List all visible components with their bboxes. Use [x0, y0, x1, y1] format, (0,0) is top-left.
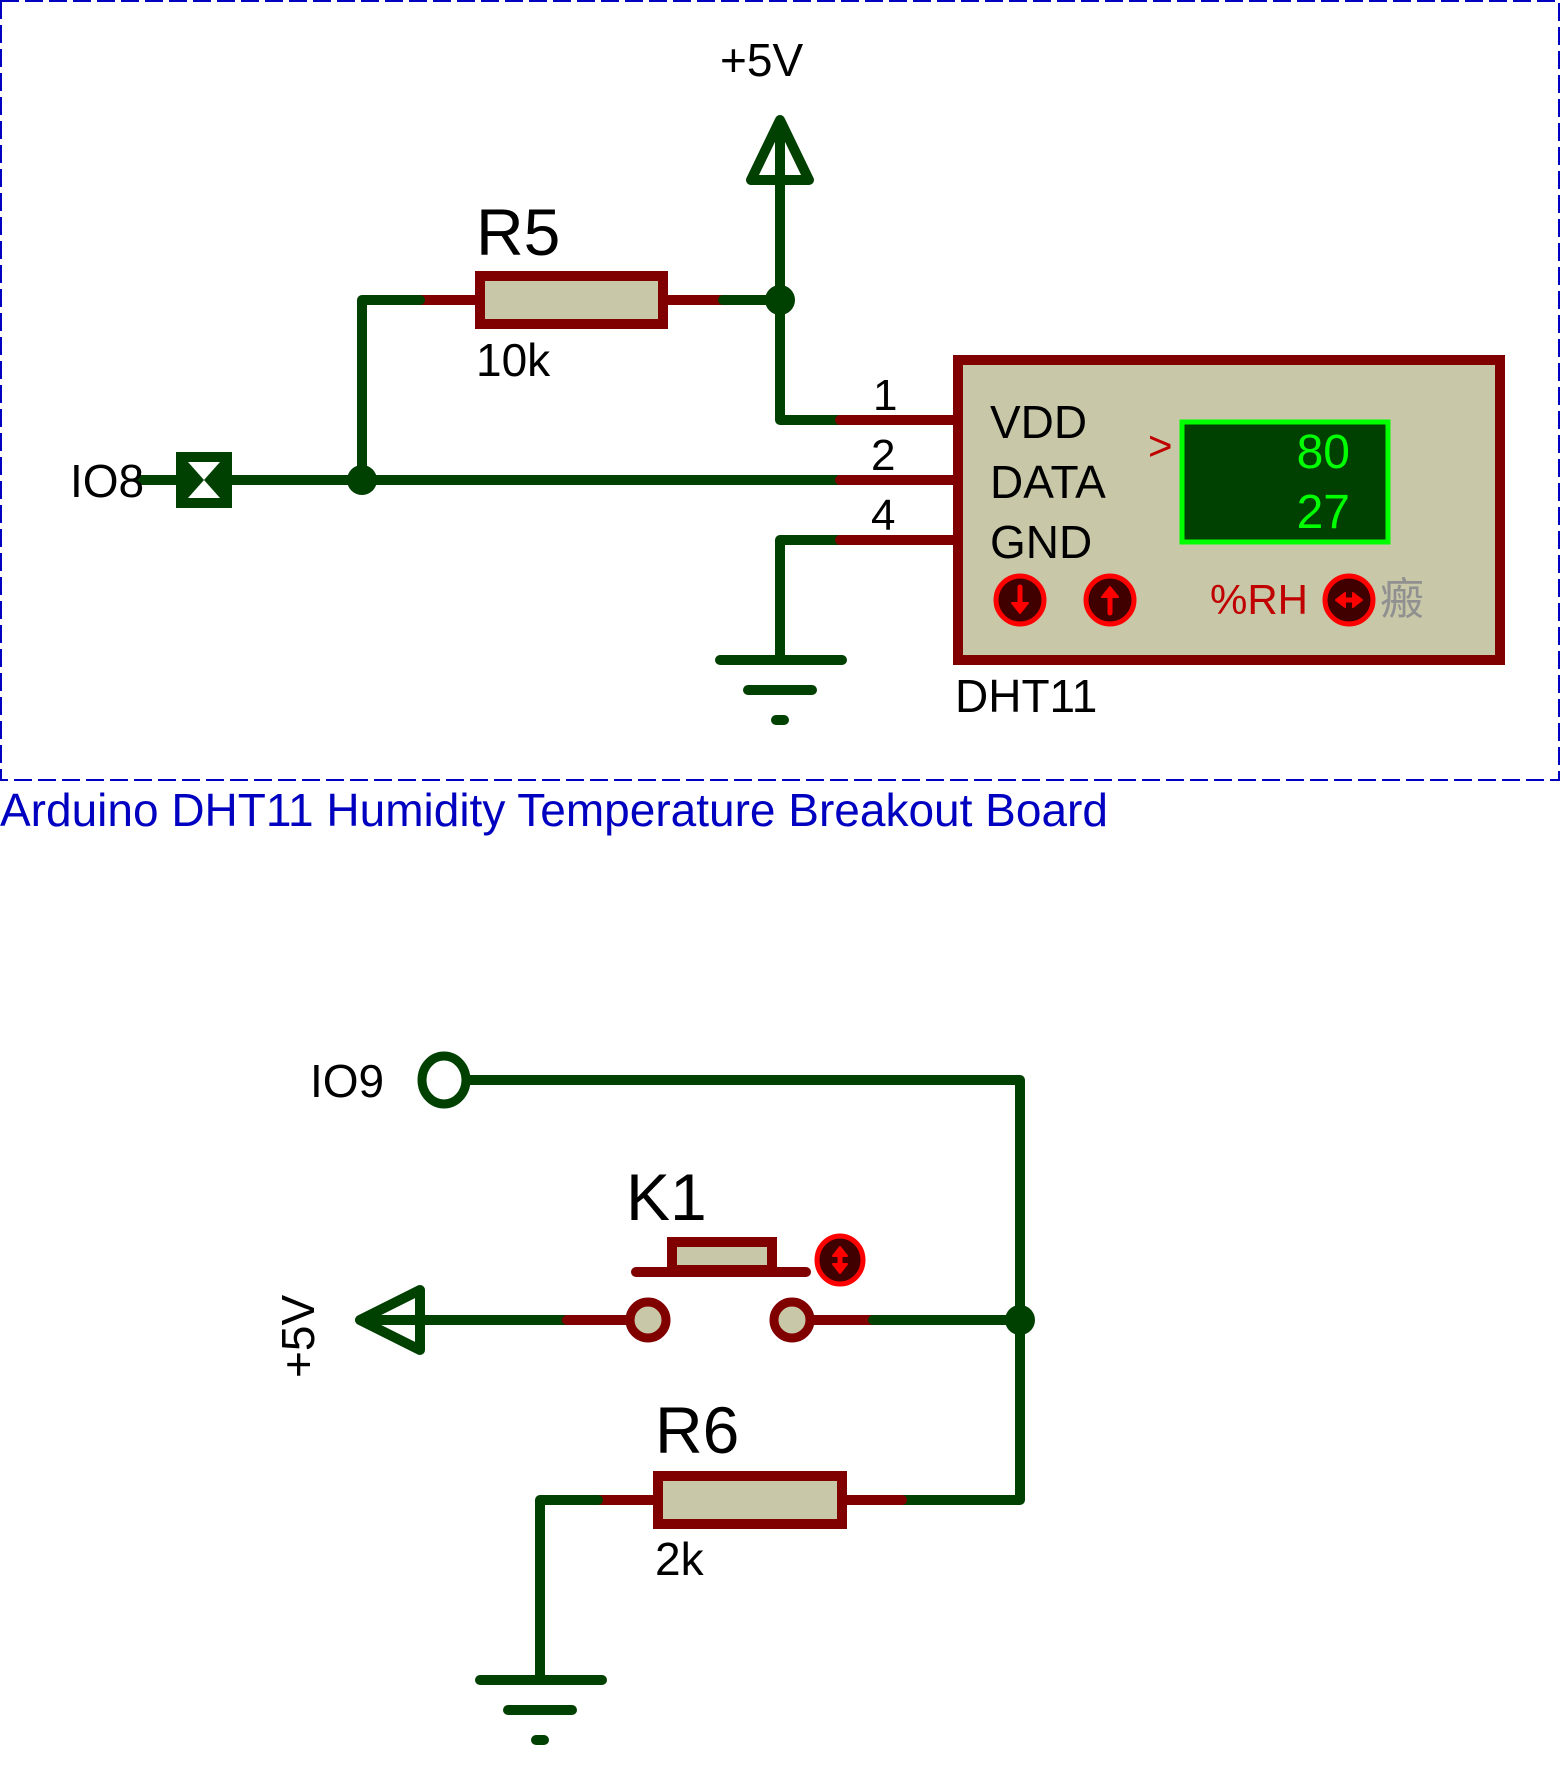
dht11-pin-name-data: DATA [990, 456, 1106, 508]
dht11-mode-glyph: 瘢 [1380, 574, 1424, 625]
power-label-top: +5V [720, 34, 803, 86]
resistor-r6[interactable]: R6 2k [593, 1393, 907, 1585]
power-terminal-left[interactable]: +5V [272, 1285, 572, 1378]
k1-contact-left [625, 1297, 671, 1343]
lcd-line-1: 80 [1297, 426, 1350, 479]
k1-ref-label: K1 [626, 1160, 707, 1234]
io9-port-circle [417, 1051, 471, 1109]
lcd-panel [1179, 419, 1391, 545]
resistor-r5[interactable]: R5 10k [415, 195, 728, 386]
arrow-up-down-icon [832, 1246, 848, 1274]
dht11-sensor[interactable]: 1 2 4 VDD DATA GND > 80 27 %R [835, 355, 1505, 722]
toggle-mode-button[interactable] [1322, 573, 1376, 627]
io8-label: IO8 [70, 455, 144, 507]
dht11-lcd-display: 80 27 [1179, 419, 1391, 545]
dht11-pin-name-gnd: GND [990, 516, 1092, 568]
dht11-pin2-number: 2 [871, 431, 895, 480]
dht11-pin-name-vdd: VDD [990, 396, 1087, 448]
arrow-up-icon [1101, 586, 1119, 616]
io9-label: IO9 [310, 1055, 384, 1107]
arrow-left-right-icon [1335, 592, 1363, 608]
wire-io9-to-junction [463, 1075, 1025, 1505]
dht11-ref-label: DHT11 [955, 670, 1097, 722]
arrow-down-icon [1011, 584, 1029, 614]
decrement-button[interactable] [993, 573, 1047, 627]
r5-ref-label: R5 [476, 195, 560, 269]
k1-contact-right [769, 1297, 815, 1343]
wire-5v-to-vdd [775, 295, 845, 425]
power-label-left: +5V [272, 1295, 324, 1378]
r5-value-label: 10k [476, 334, 551, 386]
wire-r5-to-io8-junction [357, 295, 425, 485]
k1-press-button[interactable] [814, 1233, 866, 1287]
increment-button[interactable] [1083, 573, 1137, 627]
dht11-pin4-number: 4 [871, 491, 895, 540]
wire-gnd-to-ground [775, 535, 845, 665]
power-terminal-top[interactable]: +5V [720, 34, 814, 305]
ground-symbol-top [715, 655, 847, 725]
io8-port-icon [188, 462, 220, 480]
io8-port-icon-lower [188, 480, 220, 498]
k1-plunger [667, 1237, 777, 1275]
dht11-display-pointer: > [1148, 422, 1173, 469]
dht11-mode-label: %RH [1210, 576, 1308, 623]
r6-value-label: 2k [655, 1533, 705, 1585]
r6-body [653, 1471, 847, 1529]
io9-terminal[interactable]: IO9 [310, 1051, 471, 1109]
sheet-title: Arduino DHT11 Humidity Temperature Break… [0, 784, 1108, 836]
junction-dot-io8 [347, 465, 377, 495]
wire-r6-to-ground [535, 1495, 603, 1685]
pushbutton-k1[interactable]: K1 [562, 1160, 878, 1343]
lcd-line-2: 27 [1297, 486, 1350, 539]
sheet-frame [0, 0, 1560, 781]
ground-symbol-bottom [475, 1675, 607, 1745]
dht11-pin1-number: 1 [873, 371, 897, 420]
r5-body [475, 271, 668, 329]
io8-terminal[interactable]: IO8 [70, 452, 232, 508]
r6-ref-label: R6 [655, 1393, 739, 1467]
